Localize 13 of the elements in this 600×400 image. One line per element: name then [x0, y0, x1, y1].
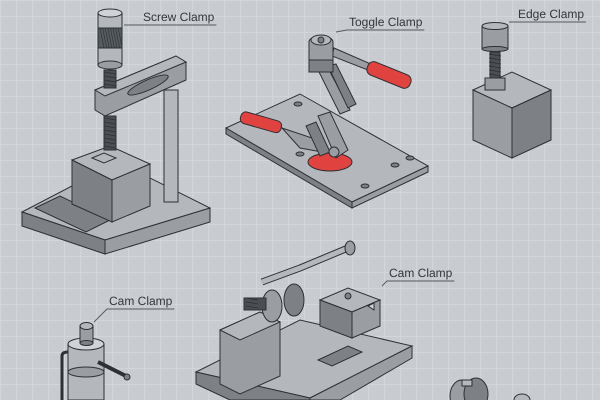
part-label: Cam Clamp [387, 265, 454, 281]
clamp-part [79, 322, 94, 346]
leader-line [382, 280, 455, 286]
clamp-part [481, 22, 509, 52]
leader-line [94, 308, 175, 322]
clamp-part [318, 286, 382, 340]
leader-line [124, 24, 217, 26]
clamp-part [96, 8, 124, 70]
part-label: Toggle Clamp [347, 14, 424, 30]
part-label: Cam Clamp [107, 293, 174, 309]
leader-line [336, 30, 425, 32]
part-label: Edge Clamp [516, 6, 586, 22]
part-label: Screw Clamp [141, 9, 216, 25]
